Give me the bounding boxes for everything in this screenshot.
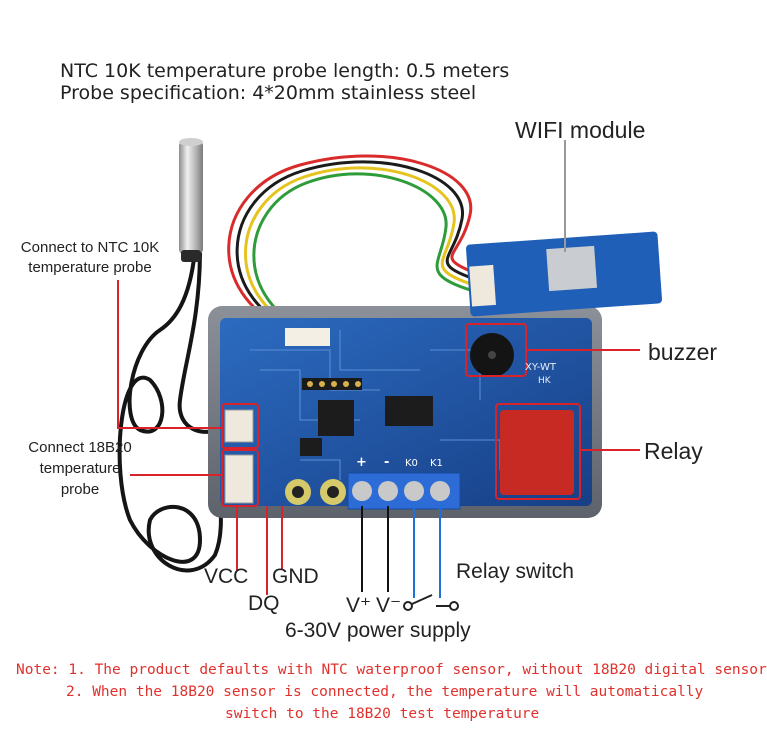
terminal-minus-mark: - xyxy=(384,455,390,470)
relay-switch-label: Relay switch xyxy=(456,560,574,583)
ds18b20-connector xyxy=(224,454,254,504)
board-hk-mark: HK xyxy=(538,376,551,386)
note-line-2: 2. When the 18B20 sensor is connected, t… xyxy=(66,684,704,700)
relay-switch-symbol xyxy=(403,594,459,611)
power-supply-label: 6-30V power supply xyxy=(285,619,471,642)
ic-chip-1 xyxy=(318,400,354,436)
relay-component xyxy=(500,410,574,495)
wifi-board-connector xyxy=(285,328,330,346)
terminal-plus-mark: + xyxy=(356,455,367,470)
red-callouts xyxy=(117,280,640,595)
ntc-label-line2: temperature probe xyxy=(28,259,152,276)
ds-label-line3: probe xyxy=(60,481,100,498)
ds-label-line2: temperature xyxy=(39,460,121,477)
vplus-label: V⁺ xyxy=(346,594,372,617)
vcc-label: VCC xyxy=(204,565,249,588)
relay-label: Relay xyxy=(644,438,703,464)
terminal-k1-mark: K1 xyxy=(430,458,443,469)
ic-chip-3 xyxy=(300,438,322,456)
probe-length-text: NTC 10K temperature probe length: 0.5 me… xyxy=(60,60,510,82)
steel-probe xyxy=(179,138,203,262)
vminus-label: V⁻ xyxy=(376,594,402,617)
ntc-label-line1: Connect to NTC 10K xyxy=(20,239,160,256)
note-line-1: Note: 1. The product defaults with NTC w… xyxy=(16,662,767,678)
board-model-mark: XY-WT xyxy=(525,362,556,373)
terminal-block xyxy=(347,472,461,510)
ds-label-line1: Connect 18B20 xyxy=(28,439,132,456)
wifi-ribbon-wires xyxy=(227,154,481,337)
ntc-connector xyxy=(224,409,254,443)
probe-spec-text: Probe specification: 4*20mm stainless st… xyxy=(60,82,477,104)
wifi-module-label: WIFI module xyxy=(515,117,646,143)
probe-cable xyxy=(117,248,230,573)
note-line-3: switch to the 18B20 test temperature xyxy=(225,706,540,722)
wifi-module-board xyxy=(465,231,663,317)
pin-header xyxy=(302,378,362,390)
terminal-k0-mark: K0 xyxy=(405,458,418,469)
gnd-label: GND xyxy=(272,565,319,588)
dq-label: DQ xyxy=(248,592,280,615)
terminal-leaders xyxy=(361,506,441,598)
product-illustration xyxy=(117,138,663,611)
capacitors xyxy=(285,479,346,505)
ic-chip-2 xyxy=(385,396,433,426)
buzzer-label: buzzer xyxy=(648,339,718,365)
